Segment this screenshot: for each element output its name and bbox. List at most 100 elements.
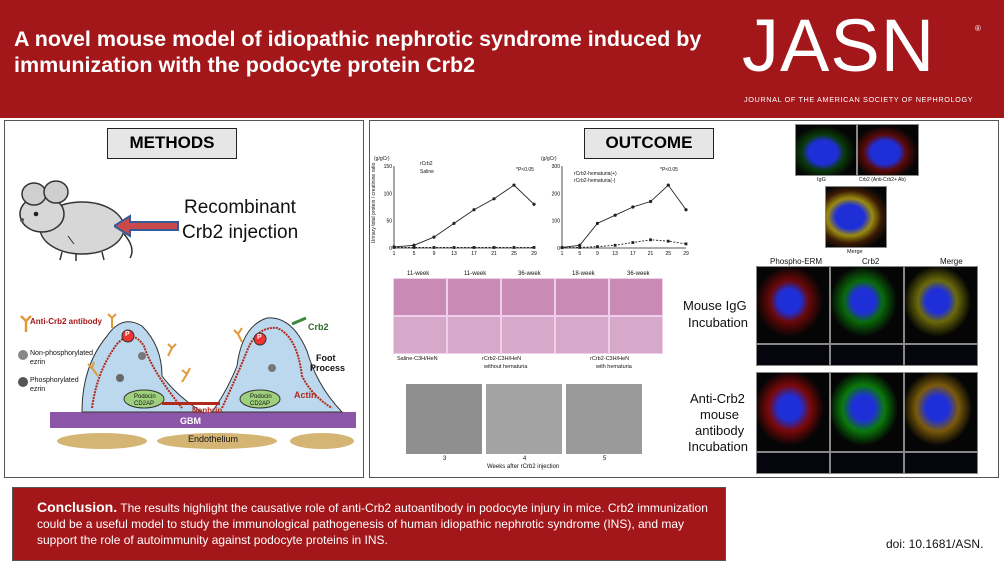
x-tick-label: 9 xyxy=(596,251,599,257)
fluor-col-header-2: Crb2 xyxy=(862,257,880,266)
fluor-r2-c1-strip xyxy=(756,452,830,474)
conclusion-body: The results highlight the causative role… xyxy=(37,501,708,547)
em-week-3: 3 xyxy=(443,456,447,462)
row2-label-line4: Incubation xyxy=(688,439,748,454)
actin-label: Actin xyxy=(294,390,317,400)
fluor-col-header-3: Merge xyxy=(940,257,963,266)
conclusion-heading: Conclusion. xyxy=(37,499,118,515)
histo-image-2a xyxy=(447,278,501,316)
fluor-r1-c3 xyxy=(904,266,978,344)
data-point xyxy=(532,246,536,249)
fluor-igg-image xyxy=(795,124,857,176)
data-point xyxy=(492,246,496,249)
methods-label: METHODS xyxy=(107,128,237,159)
data-point xyxy=(596,245,599,249)
x-tick-label: 1 xyxy=(393,251,396,257)
y-tick-label: 50 xyxy=(386,219,392,225)
data-point xyxy=(432,235,436,239)
fluor-merge-label: Merge xyxy=(847,249,863,255)
series-line xyxy=(393,184,535,248)
legend-antibody: Anti-Crb2 antibody xyxy=(30,317,102,326)
histo-header-1: 11-week xyxy=(407,271,430,277)
legend-phos-1: Phosphorylated xyxy=(30,377,79,384)
podocin-right-2: CD2AP xyxy=(250,401,271,407)
x-tick-label: 5 xyxy=(413,251,416,257)
x-tick-label: 25 xyxy=(511,251,517,257)
data-point xyxy=(560,246,564,250)
data-point xyxy=(452,221,456,225)
data-point xyxy=(412,246,416,249)
fluor-col-header-1: Phospho-ERM xyxy=(770,257,823,266)
chart1-ylabel: Urinary total protein / creatinine ratio xyxy=(371,162,377,244)
x-tick-label: 17 xyxy=(630,251,636,257)
em-image-week5 xyxy=(565,383,643,455)
podocin-right-1: Podocin xyxy=(250,394,272,400)
histo-image-5b xyxy=(609,316,663,354)
fluor-r2-c3 xyxy=(904,372,978,452)
y-tick-label: 150 xyxy=(384,164,393,170)
em-image-week3 xyxy=(405,383,483,455)
histo-image-3b xyxy=(501,316,555,354)
histo-image-4b xyxy=(555,316,609,354)
conclusion-box: Conclusion. The results highlight the ca… xyxy=(12,487,726,561)
chart1-yunit: (g/gCr) xyxy=(374,156,390,162)
data-point xyxy=(684,242,688,246)
foot-process-line1: Foot xyxy=(316,353,336,363)
data-point xyxy=(512,246,516,249)
data-point xyxy=(492,197,496,201)
em-week-5: 5 xyxy=(603,456,607,462)
conclusion-text: Conclusion. The results highlight the ca… xyxy=(37,499,717,548)
x-tick-label: 5 xyxy=(578,251,581,257)
fluor-r2-c2-strip xyxy=(830,452,904,474)
doi-label: doi: 10.1681/ASN. xyxy=(886,537,984,551)
nephrin-label: Nephrin xyxy=(192,406,223,415)
mouse-illustration xyxy=(19,180,133,261)
data-point xyxy=(532,202,536,206)
chart1-pvalue: *P<0.05 xyxy=(516,167,534,173)
x-tick-label: 25 xyxy=(666,251,672,257)
crb2-label: Crb2 xyxy=(308,322,329,332)
fluor-crb2-image xyxy=(857,124,919,176)
histo-header-3: 36-week xyxy=(518,271,541,277)
x-tick-label: 29 xyxy=(531,251,537,257)
fluor-merge-image xyxy=(825,186,887,248)
foot-process-line2: Process xyxy=(310,363,346,373)
histo-caption-3: rCrb2-C3H/HeN xyxy=(590,356,630,362)
injection-label-line2: Crb2 injection xyxy=(182,222,299,243)
em-caption: Weeks after rCrb2 injection xyxy=(487,464,560,470)
em-image-week4 xyxy=(485,383,563,455)
x-tick-label: 9 xyxy=(433,251,436,257)
fluor-r1-c1 xyxy=(756,266,830,344)
fluor-r1-c1-strip xyxy=(756,344,830,366)
data-point xyxy=(578,246,582,249)
page-title: A novel mouse model of idiopathic nephro… xyxy=(14,27,702,77)
data-point xyxy=(472,246,476,249)
fluor-r1-c3-strip xyxy=(904,344,978,366)
fluor-r2-c2 xyxy=(830,372,904,452)
histo-caption-1: Saline-C3H/HeN xyxy=(397,356,438,362)
series-line xyxy=(561,184,687,248)
x-tick-label: 29 xyxy=(683,251,689,257)
chart1-legend-2: Saline xyxy=(420,169,434,175)
chart2-legend-2: rCrb2-hematuria(-) xyxy=(574,178,616,184)
histo-header-5: 36-week xyxy=(627,271,650,277)
data-point xyxy=(666,183,670,187)
y-tick-label: 200 xyxy=(552,191,561,197)
data-point xyxy=(512,183,516,187)
data-point xyxy=(631,241,635,244)
chart2-yunit: (g/gCr) xyxy=(541,156,557,162)
fluor-r1-c2 xyxy=(830,266,904,344)
fluor-r2-c1 xyxy=(756,372,830,452)
row1-label-line1: Mouse IgG xyxy=(683,298,747,313)
chart2-legend-1: rCrb2-hematuria(+) xyxy=(574,171,617,177)
y-tick-label: 100 xyxy=(384,191,393,197)
p-marker-right: P xyxy=(257,334,262,341)
data-point xyxy=(684,208,688,212)
histo-image-1a xyxy=(393,278,447,316)
y-tick-label: 300 xyxy=(552,164,561,170)
row1-label-line2: Incubation xyxy=(688,315,748,330)
histo-image-1b xyxy=(393,316,447,354)
journal-subtitle: JOURNAL OF THE AMERICAN SOCIETY OF NEPHR… xyxy=(744,95,974,104)
podocin-left-2: CD2AP xyxy=(134,401,155,407)
